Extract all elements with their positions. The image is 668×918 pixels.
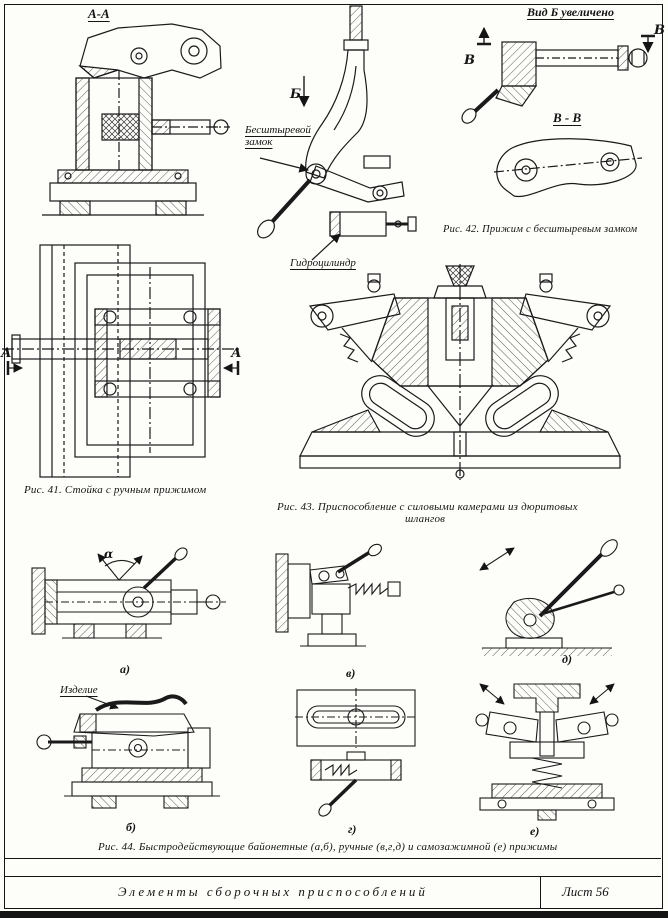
spring [531, 757, 563, 789]
fig41-section-drawing [42, 23, 230, 216]
workpiece-curve [94, 694, 188, 712]
fig44e-sublabel: е) [530, 824, 540, 838]
handle-knob [368, 543, 382, 557]
view-b-letter: Б [289, 87, 301, 102]
section-label-vv: В - В [553, 110, 582, 125]
fig42-caption: Рис. 42. Прижим с бесштыревым замком [443, 224, 638, 235]
fig44d-drawing [479, 539, 625, 656]
fig44a-sublabel: а) [120, 662, 130, 676]
lock-leader-line [259, 157, 309, 173]
handle-knob [600, 539, 618, 557]
fig44v-sublabel: в) [346, 666, 356, 680]
handle-knob [257, 219, 275, 239]
fig44g-sublabel: г) [348, 822, 357, 836]
fig42-section-vv-drawing [493, 138, 643, 198]
fig41-front-drawing: А А [0, 244, 242, 478]
page-border-frame [4, 4, 663, 909]
fig44a-drawing: α [31, 547, 226, 639]
workpiece-label: Изделие [60, 684, 98, 696]
fig44g-drawing [295, 688, 417, 817]
screw-knob [36, 734, 52, 750]
handle-knob [318, 803, 332, 817]
fig41-caption: Рис. 41. Стойка с ручным прижимом [24, 484, 207, 496]
fig44b-drawing [36, 694, 220, 809]
fig42-main-drawing: Б [257, 5, 417, 261]
fig44b-sublabel: б) [126, 820, 136, 834]
fig43-drawing [299, 264, 621, 480]
footer-sheet-number: Лист 56 [562, 884, 609, 899]
view-b-enlarged-label: Вид Б увеличено [527, 5, 614, 19]
handle-knob [461, 108, 477, 124]
section-label-aa: А-А [88, 6, 110, 21]
cylinder-leader-line [311, 233, 341, 261]
fig43-caption: Рис. 43. Приспособление с силовыми камер… [277, 501, 578, 525]
cylinder-label: Гидроцилиндр [290, 257, 356, 269]
fig44d-sublabel: д) [562, 652, 572, 666]
footer-cell-divider [540, 876, 541, 908]
lock-label: Бесштыревой замок [245, 124, 311, 148]
fig44v-drawing [275, 543, 401, 647]
footer-title: Элементы сборочных приспособлений [118, 884, 428, 899]
fig42-view-b-drawing: В В [461, 23, 665, 124]
alpha-label: α [104, 547, 113, 561]
workpiece-leader-line [85, 695, 119, 710]
cut-letter-a-right: А [230, 346, 242, 361]
cut-letter-a-left: А [0, 346, 12, 361]
footer-top-rule [4, 858, 661, 859]
footer-inner-rule [4, 876, 661, 877]
fig44-caption: Рис. 44. Быстродействующие байонетные (а… [98, 841, 558, 853]
scan-edge-bar [0, 911, 668, 918]
clamp-handle [270, 178, 312, 224]
cut-letter-v-right: В [653, 23, 665, 38]
fig44e-drawing [475, 683, 619, 821]
cut-letter-v-left: В [463, 53, 475, 68]
